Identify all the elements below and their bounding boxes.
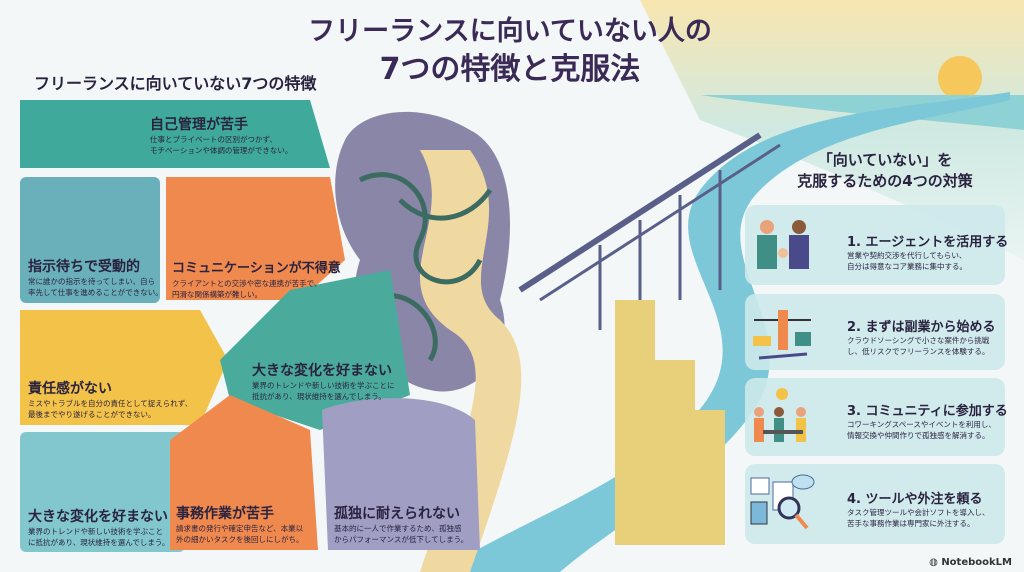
trait-desc: 請求書の発行や確定申告など、本業以 xyxy=(176,524,304,533)
trait-passive: 指示待ちで受動的 常に誰かの指示を待ってしまい、自ら 率先して仕事を進めることが… xyxy=(28,258,163,298)
trait-desc: 円滑な関係構築が難しい。 xyxy=(172,290,262,299)
panel-bg-communication xyxy=(166,177,345,300)
trait-title: 責任感がない xyxy=(28,381,112,397)
balance-scale-icon xyxy=(753,310,811,360)
title-line2: 7つの特徴と克服法 xyxy=(379,52,641,87)
staircase xyxy=(615,300,725,545)
notebooklm-logo: ◍ NotebookLM xyxy=(929,557,1012,568)
trait-communication: コミュニケーションが不得意 クライアントとの交渉や密な連携が苦手で、 円滑な関係… xyxy=(172,260,341,300)
trait-self-management: 自己管理が苦手 仕事とプライベートの区別がつかず、 モチベーションや体調の管理が… xyxy=(150,116,292,156)
solution-desc: クラウドソーシングで小さな案件から挑戦 xyxy=(847,336,990,345)
trait-loneliness: 孤独に耐えられない 基本的に一人で作業するため、孤独感 からパフォーマンスが低下… xyxy=(334,505,468,545)
trait-desc: ミスやトラブルを自分の責任として捉えられず、 xyxy=(28,399,193,408)
panel-bg-office-work xyxy=(170,395,318,550)
brand-text: NotebookLM xyxy=(941,557,1012,568)
solution-card-agent: 1. エージェントを活用する 営業や契約交渉を代行してもらい、 自分は得意なコア… xyxy=(745,205,1009,285)
trait-desc: に抵抗があり、現状維持を選んでしまう。 xyxy=(28,538,170,547)
trait-office-work: 事務作業が苦手 請求書の発行や確定申告など、本業以 外の細かいタスクを後回しにし… xyxy=(176,505,304,545)
panel-bg-self-management xyxy=(20,100,330,168)
solution-desc: 苦手な事務作業は専門家に外注する。 xyxy=(847,519,975,528)
river xyxy=(440,92,1010,572)
trait-desc: モチベーションや体調の管理ができない。 xyxy=(150,146,293,155)
trait-desc: からパフォーマンスが低下してしまう。 xyxy=(334,535,469,544)
tools-icon xyxy=(750,474,815,530)
panel-bg-passive xyxy=(20,177,160,303)
bridge-illustration xyxy=(518,132,781,330)
trait-title: 孤独に耐えられない xyxy=(334,506,460,522)
notebooklm-icon: ◍ xyxy=(929,557,942,568)
handshake-icon xyxy=(757,220,809,269)
solutions-heading-line2: 克服するための4つの対策 xyxy=(797,172,973,190)
solution-desc: 自分は得意なコア業務に集中する。 xyxy=(847,262,967,271)
solution-card-side-job: 2. まずは副業から始める クラウドソーシングで小さな案件から挑戦 し、低リスク… xyxy=(745,294,1005,370)
solution-desc: 営業や契約交渉を代行してもらい、 xyxy=(847,251,967,260)
trait-desc: 基本的に一人で作業するため、孤独感 xyxy=(334,524,462,533)
panel-bg-change-left xyxy=(20,432,185,552)
solutions-heading-line1: 「向いていない」を xyxy=(817,151,953,169)
title-line1: フリーランスに向いていない人の xyxy=(308,16,712,47)
trait-desc: 最後までやり遂げることができない。 xyxy=(28,410,156,419)
trait-change-center: 大きな変化を好まない 業界のトレンドや新しい技術を学ぶことに 抵抗があり、現状維… xyxy=(252,362,395,402)
page-title: フリーランスに向いていない人の 7つの特徴と克服法 xyxy=(250,14,770,90)
solution-title: 3. コミュニティに参加する xyxy=(847,404,1008,419)
solution-desc: し、低リスクでフリーランスを体験する。 xyxy=(847,347,990,356)
trait-desc: 業界のトレンドや新しい技術を学ぶこと xyxy=(28,527,163,536)
solution-title: 2. まずは副業から始める xyxy=(847,320,996,335)
solution-desc: 情報交換や仲間作りで孤独感を解消する。 xyxy=(847,431,990,440)
trait-desc: 外の細かいタスクを後回しにしがち。 xyxy=(176,535,304,544)
panel-bg-responsibility xyxy=(20,310,228,425)
trait-desc: 仕事とプライベートの区別がつかず、 xyxy=(150,135,277,144)
trait-title: 指示待ちで受動的 xyxy=(28,259,140,275)
panel-bg-change-center xyxy=(220,270,410,430)
path xyxy=(420,150,522,572)
trait-desc: 率先して仕事を進めることができない。 xyxy=(28,288,163,297)
trait-title: 事務作業が苦手 xyxy=(176,506,274,522)
solution-desc: タスク管理ツールや会計ソフトを導入し、 xyxy=(847,508,990,517)
traits-heading: フリーランスに向いていない7つの特徴 xyxy=(34,74,317,93)
trait-title: 大きな変化を好まない xyxy=(28,509,168,525)
solution-card-community: 3. コミュニティに参加する コワーキングスペースやイベントを利用し、 情報交換… xyxy=(745,378,1008,456)
trait-change-left: 大きな変化を好まない 業界のトレンドや新しい技術を学ぶこと に抵抗があり、現状維… xyxy=(28,508,169,548)
trait-responsibility: 責任感がない ミスやトラブルを自分の責任として捉えられず、 最後までやり遂げるこ… xyxy=(28,380,192,420)
trait-title: 自己管理が苦手 xyxy=(150,117,248,133)
trait-desc: 抵抗があり、現状維持を選んでしまう。 xyxy=(252,392,386,401)
sun-icon xyxy=(938,56,982,100)
solution-title: 4. ツールや外注を頼る xyxy=(847,492,983,507)
community-icon xyxy=(754,388,806,442)
solution-title: 1. エージェントを活用する xyxy=(847,235,1009,250)
panel-bg-loneliness xyxy=(322,398,480,550)
trait-title: コミュニケーションが不得意 xyxy=(172,261,341,276)
trait-title: 大きな変化を好まない xyxy=(252,363,392,379)
solution-desc: コワーキングスペースやイベントを利用し、 xyxy=(847,420,996,429)
solutions-heading: 「向いていない」を 克服するための4つの対策 xyxy=(770,150,1000,192)
trait-desc: 業界のトレンドや新しい技術を学ぶことに xyxy=(252,381,395,390)
trait-desc: クライアントとの交渉や密な連携が苦手で、 xyxy=(172,279,322,288)
solution-card-tools: 4. ツールや外注を頼る タスク管理ツールや会計ソフトを導入し、 苦手な事務作業… xyxy=(745,464,1005,544)
trait-desc: 常に誰かの指示を待ってしまい、自ら xyxy=(28,277,156,286)
